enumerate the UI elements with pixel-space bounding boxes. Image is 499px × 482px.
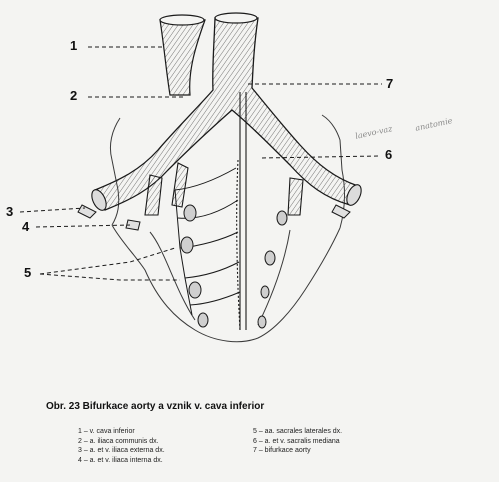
label-7: 7 [386,76,393,91]
legend-item-5: 5 – aa. sacrales laterales dx. [253,427,342,437]
legend-item-7: 7 – bifurkace aorty [253,446,342,456]
aorta [89,13,364,213]
label-6: 6 [385,147,392,162]
legend-right: 5 – aa. sacrales laterales dx. 6 – a. et… [253,427,342,456]
legend-item-4: 4 – a. et v. iliaca interna dx. [78,456,165,466]
legend-item-6: 6 – a. et v. sacralis mediana [253,437,342,447]
iliac-branches [145,163,303,215]
sacral-foramina [181,205,287,328]
legend-item-1: 1 – v. cava inferior [78,427,165,437]
figure-caption: Obr. 23 Bifurkace aorty a vznik v. cava … [46,401,264,412]
median-sacral-vessels [237,92,246,330]
legend-item-3: 3 – a. et v. iliaca externa dx. [78,446,165,456]
label-1: 1 [70,38,77,53]
legend-left: 1 – v. cava inferior 2 – a. iliaca commu… [78,427,165,465]
sacrum-outline [110,115,344,342]
external-iliac-stumps [78,205,350,230]
label-2: 2 [70,88,77,103]
label-5: 5 [24,265,31,280]
vena-cava-inferior [160,15,205,95]
label-3: 3 [6,204,13,219]
legend-item-2: 2 – a. iliaca communis dx. [78,437,165,447]
label-4: 4 [22,219,29,234]
